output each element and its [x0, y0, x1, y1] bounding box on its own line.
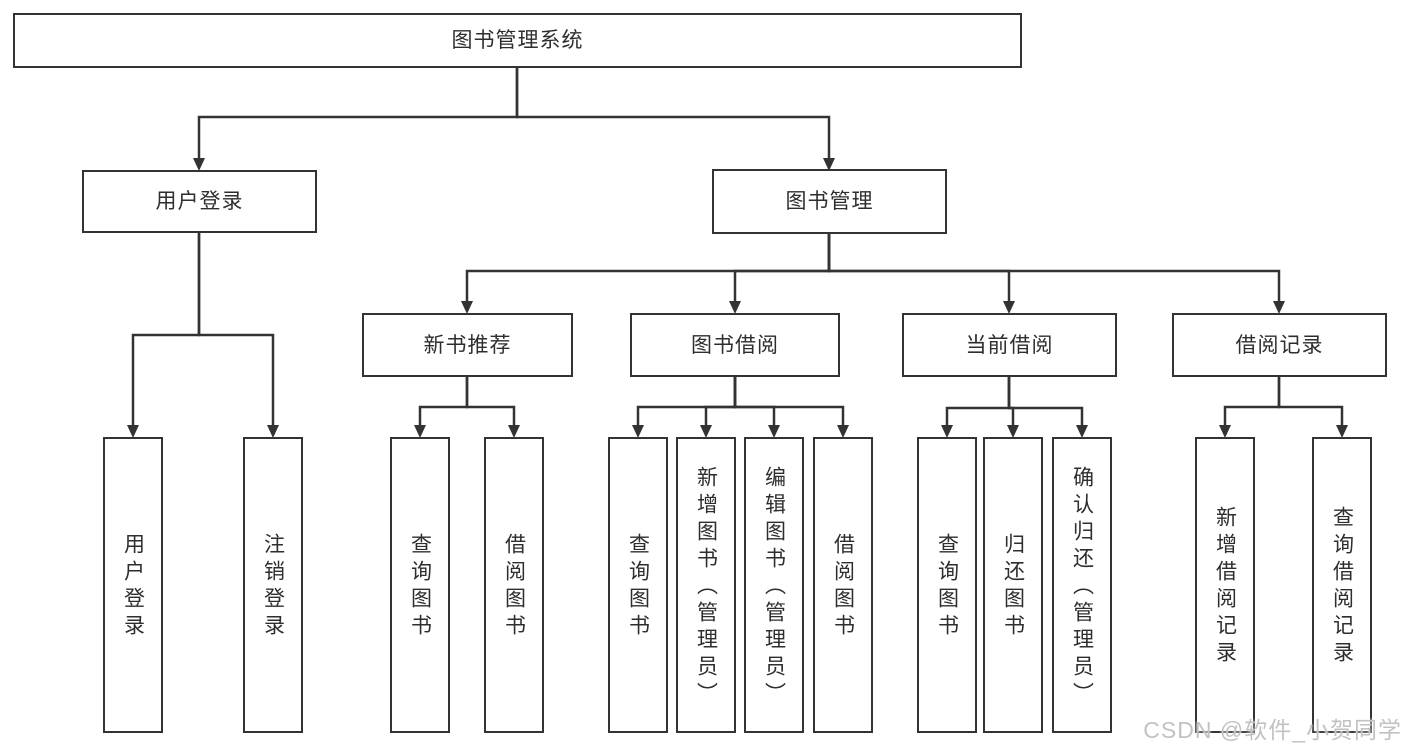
- leaf-query-borrow-record: 查询借阅记录: [1312, 437, 1372, 733]
- connector-line: [127, 233, 201, 438]
- connector-line: [729, 234, 831, 314]
- node-current-borrow: 当前借阅: [902, 313, 1117, 377]
- connector-line: [632, 377, 737, 438]
- connector-line: [193, 68, 519, 171]
- connector-line: [827, 234, 1015, 314]
- connector-line: [1219, 377, 1281, 438]
- connector-line: [733, 377, 849, 438]
- connector-line: [461, 234, 831, 314]
- leaf-add-borrow-record: 新增借阅记录: [1195, 437, 1255, 733]
- connector-line: [197, 233, 279, 438]
- leaf-query-book-recommend: 查询图书: [390, 437, 450, 733]
- connector-line: [414, 377, 469, 438]
- connector-line: [515, 68, 835, 171]
- connector-line: [1007, 377, 1088, 438]
- watermark: CSDN @软件_小贺同学: [1143, 717, 1402, 743]
- connector-line: [465, 377, 520, 438]
- connector-line: [1277, 377, 1348, 438]
- leaf-query-book-borrow: 查询图书: [608, 437, 668, 733]
- leaf-query-book-current: 查询图书: [917, 437, 977, 733]
- leaf-logout: 注销登录: [243, 437, 303, 733]
- node-user-login: 用户登录: [82, 170, 317, 233]
- connector-line: [827, 234, 1285, 314]
- node-root: 图书管理系统: [13, 13, 1022, 68]
- leaf-borrow-book-recommend: 借阅图书: [484, 437, 544, 733]
- connector-line: [700, 377, 737, 438]
- node-book-management: 图书管理: [712, 169, 947, 234]
- leaf-confirm-return-admin: 确认归还（管理员）: [1052, 437, 1112, 733]
- node-borrow-record: 借阅记录: [1172, 313, 1387, 377]
- connector-line: [941, 377, 1011, 438]
- leaf-edit-book-admin: 编辑图书（管理员）: [744, 437, 804, 733]
- connector-line: [733, 377, 780, 438]
- leaf-user-login: 用户登录: [103, 437, 163, 733]
- node-new-book-recommend: 新书推荐: [362, 313, 573, 377]
- node-book-borrow: 图书借阅: [630, 313, 840, 377]
- leaf-return-book: 归还图书: [983, 437, 1043, 733]
- leaf-add-book-admin: 新增图书（管理员）: [676, 437, 736, 733]
- leaf-borrow-book: 借阅图书: [813, 437, 873, 733]
